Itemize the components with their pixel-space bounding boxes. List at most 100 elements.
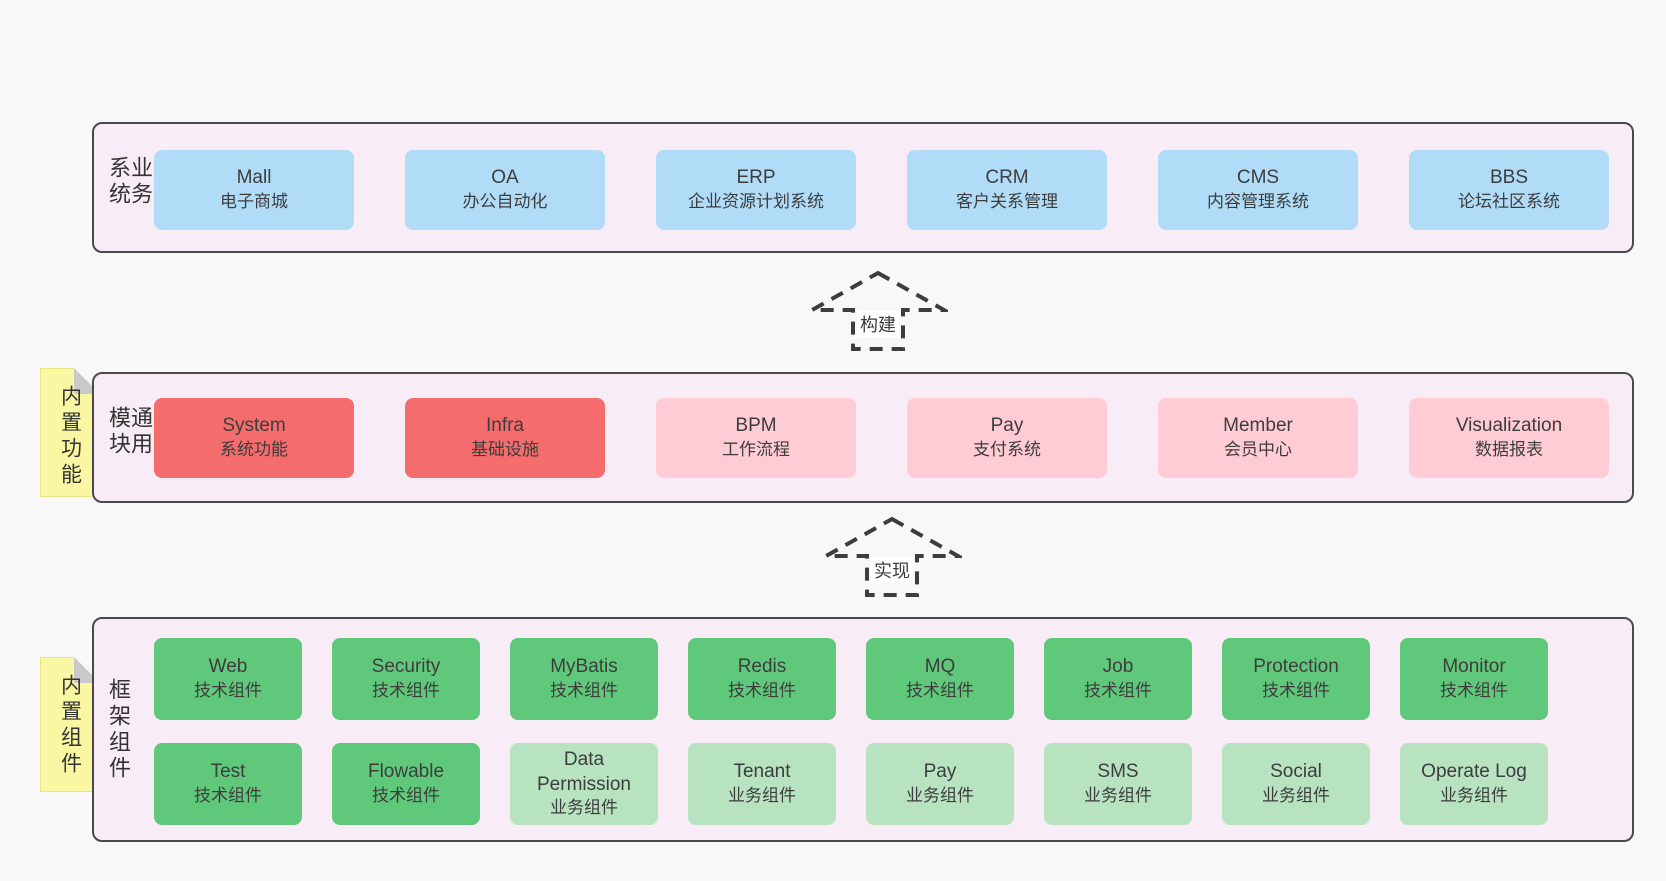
- business-system-box: ERP 企业资源计划系统: [656, 150, 856, 230]
- box-desc: 工作流程: [722, 439, 790, 459]
- box-name: Security: [371, 656, 441, 678]
- sticky-note-built-in-components: 内置组件: [40, 657, 100, 792]
- box-desc: 企业资源计划系统: [688, 191, 824, 211]
- arrow-up-outline: [808, 270, 948, 351]
- component-box: Tenant 业务组件: [688, 743, 836, 825]
- component-box: Flowable 技术组件: [332, 743, 480, 825]
- box-name: Redis: [737, 656, 787, 678]
- build-arrow-label: 构建: [857, 311, 899, 337]
- box-desc: 业务组件: [1084, 785, 1152, 805]
- component-box: Web 技术组件: [154, 638, 302, 720]
- box-name: Mall: [236, 167, 272, 189]
- module-box: Member 会员中心: [1158, 398, 1358, 478]
- box-name: Pay: [923, 761, 957, 783]
- component-box: Operate Log 业务组件: [1400, 743, 1548, 825]
- box-name: Member: [1223, 415, 1293, 437]
- module-box: Infra 基础设施: [405, 398, 605, 478]
- module-box: BPM 工作流程: [656, 398, 856, 478]
- box-desc: 技术组件: [1084, 680, 1152, 700]
- box-desc: 业务组件: [906, 785, 974, 805]
- business-system-box: Mall 电子商城: [154, 150, 354, 230]
- box-desc: 技术组件: [372, 785, 440, 805]
- business-box-row: Mall 电子商城 OA 办公自动化 ERP 企业资源计划系统 CRM 客户关系…: [154, 150, 1609, 230]
- component-box: Monitor 技术组件: [1400, 638, 1548, 720]
- business-system-box: BBS 论坛社区系统: [1409, 150, 1609, 230]
- components-box-row-2: Test 技术组件 Flowable 技术组件 Data Permission …: [154, 743, 1548, 825]
- box-name: CMS: [1236, 167, 1280, 189]
- business-system-box: OA 办公自动化: [405, 150, 605, 230]
- build-arrow-up-icon: 构建: [808, 270, 948, 352]
- box-name: Tenant: [733, 761, 791, 783]
- layer-modules-side-label: 通用模块: [106, 405, 153, 458]
- box-desc: 技术组件: [906, 680, 974, 700]
- layer-framework-components: 框架组件 Web 技术组件 Security 技术组件 MyBatis 技术组件…: [92, 617, 1634, 842]
- box-desc: 电子商城: [220, 191, 288, 211]
- box-name: BBS: [1489, 167, 1529, 189]
- box-desc: 内容管理系统: [1207, 191, 1309, 211]
- box-name: Test: [210, 761, 246, 783]
- box-name: Job: [1102, 656, 1134, 678]
- components-box-row-1: Web 技术组件 Security 技术组件 MyBatis 技术组件 Redi…: [154, 638, 1548, 720]
- box-name: ERP: [736, 167, 776, 189]
- box-desc: 系统功能: [220, 439, 288, 459]
- component-box: MQ 技术组件: [866, 638, 1014, 720]
- box-name: Operate Log: [1421, 761, 1527, 783]
- box-desc: 客户关系管理: [956, 191, 1058, 211]
- box-desc: 技术组件: [1440, 680, 1508, 700]
- box-desc: 业务组件: [728, 785, 796, 805]
- box-desc: 技术组件: [194, 785, 262, 805]
- box-name: Web: [208, 656, 248, 678]
- box-desc: 技术组件: [728, 680, 796, 700]
- box-desc: 技术组件: [372, 680, 440, 700]
- box-desc: 支付系统: [973, 439, 1041, 459]
- implement-arrow-up-icon: 实现: [822, 516, 962, 598]
- box-desc: 业务组件: [1262, 785, 1330, 805]
- box-desc: 业务组件: [1440, 785, 1508, 805]
- modules-box-row: System 系统功能 Infra 基础设施 BPM 工作流程 Pay 支付系统…: [154, 398, 1609, 478]
- component-box: Security 技术组件: [332, 638, 480, 720]
- box-name: Protection: [1253, 656, 1339, 678]
- implement-arrow-label: 实现: [871, 557, 913, 583]
- component-box: Data Permission 业务组件: [510, 743, 658, 825]
- component-box: Job 技术组件: [1044, 638, 1192, 720]
- component-box: Pay 业务组件: [866, 743, 1014, 825]
- component-box: Social 业务组件: [1222, 743, 1370, 825]
- business-system-box: CMS 内容管理系统: [1158, 150, 1358, 230]
- sticky-note-built-in-features: 内置功能: [40, 368, 100, 497]
- box-name: Pay: [990, 415, 1024, 437]
- box-desc: 业务组件: [550, 798, 618, 818]
- component-box: Test 技术组件: [154, 743, 302, 825]
- layer-business-side-label: 业务系统: [106, 155, 153, 208]
- box-desc: 技术组件: [1262, 680, 1330, 700]
- component-box: Redis 技术组件: [688, 638, 836, 720]
- sticky-note-label: 内置组件: [58, 674, 82, 778]
- box-desc: 技术组件: [194, 680, 262, 700]
- box-desc: 技术组件: [550, 680, 618, 700]
- box-name: System: [222, 415, 286, 437]
- box-name: SMS: [1097, 761, 1139, 783]
- box-name: OA: [491, 167, 519, 189]
- layer-common-modules: 通用模块 System 系统功能 Infra 基础设施 BPM 工作流程 Pay…: [92, 372, 1634, 503]
- component-box: MyBatis 技术组件: [510, 638, 658, 720]
- layer-business-systems: 业务系统 Mall 电子商城 OA 办公自动化 ERP 企业资源计划系统 CRM…: [92, 122, 1634, 253]
- box-name: CRM: [985, 167, 1029, 189]
- box-name: MyBatis: [550, 656, 618, 678]
- module-box: Pay 支付系统: [907, 398, 1107, 478]
- module-box: Visualization 数据报表: [1409, 398, 1609, 478]
- box-name: Infra: [485, 415, 525, 437]
- box-name: Visualization: [1455, 415, 1563, 437]
- box-desc: 数据报表: [1475, 439, 1543, 459]
- component-box: Protection 技术组件: [1222, 638, 1370, 720]
- box-name: MQ: [924, 656, 956, 678]
- box-name: Social: [1270, 761, 1322, 783]
- box-desc: 会员中心: [1224, 439, 1292, 459]
- box-name: Monitor: [1442, 656, 1506, 678]
- layer-components-side-label: 框架组件: [106, 677, 131, 782]
- box-name: BPM: [735, 415, 777, 437]
- arrow-up-outline: [822, 516, 962, 597]
- sticky-note-label: 内置功能: [58, 385, 82, 489]
- box-desc: 办公自动化: [462, 191, 548, 211]
- component-box: SMS 业务组件: [1044, 743, 1192, 825]
- box-name: Flowable: [367, 761, 445, 783]
- box-desc: 论坛社区系统: [1458, 191, 1560, 211]
